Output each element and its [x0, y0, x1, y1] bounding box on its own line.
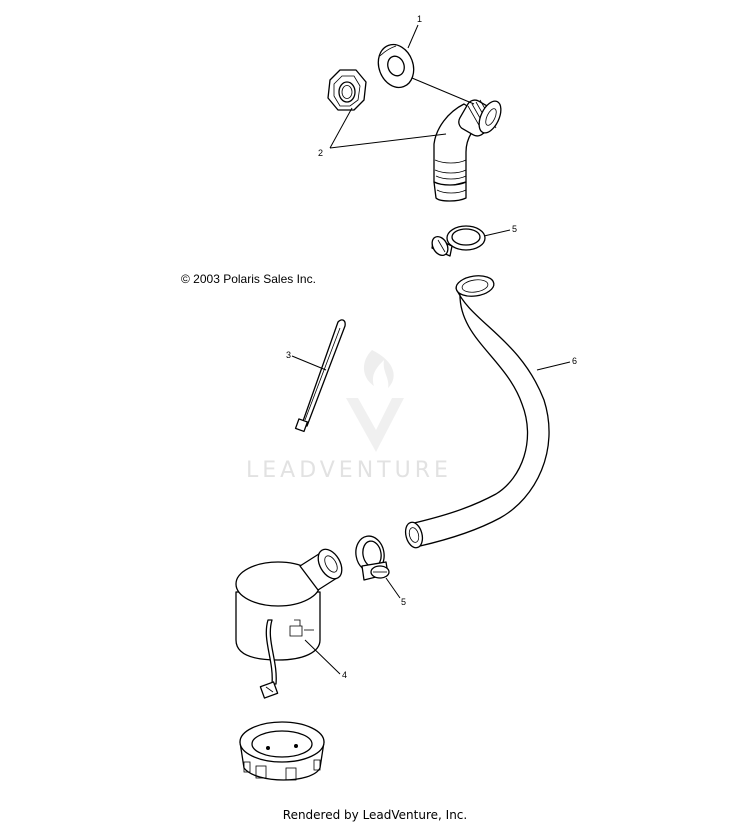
callout-3: 3	[286, 350, 291, 360]
elbow-fitting-part	[433, 99, 502, 202]
leadventure-logo-icon	[346, 350, 404, 452]
callout-labels: 1 2 3 4 5 5 6	[286, 14, 577, 680]
callout-1: 1	[417, 14, 422, 24]
hose-part	[404, 275, 550, 549]
callout-6: 6	[572, 356, 577, 366]
washer-part	[377, 43, 415, 89]
bilge-pump-part	[235, 548, 343, 699]
callout-2: 2	[318, 148, 323, 158]
hose-clamp-top-part	[431, 225, 486, 257]
watermark-text: LEADVENTURE	[246, 458, 452, 483]
hose-clamp-bottom-part	[355, 535, 390, 581]
strainer-base-part	[239, 721, 325, 781]
hex-nut-part	[327, 69, 367, 111]
copyright-notice: © 2003 Polaris Sales Inc.	[181, 272, 316, 286]
rendered-by-footer: Rendered by LeadVenture, Inc.	[282, 808, 468, 822]
callout-5-bottom: 5	[401, 597, 406, 607]
callout-4: 4	[342, 670, 347, 680]
cable-tie-part	[294, 319, 346, 433]
leader-lines	[291, 24, 571, 675]
callout-5-top: 5	[512, 224, 517, 234]
